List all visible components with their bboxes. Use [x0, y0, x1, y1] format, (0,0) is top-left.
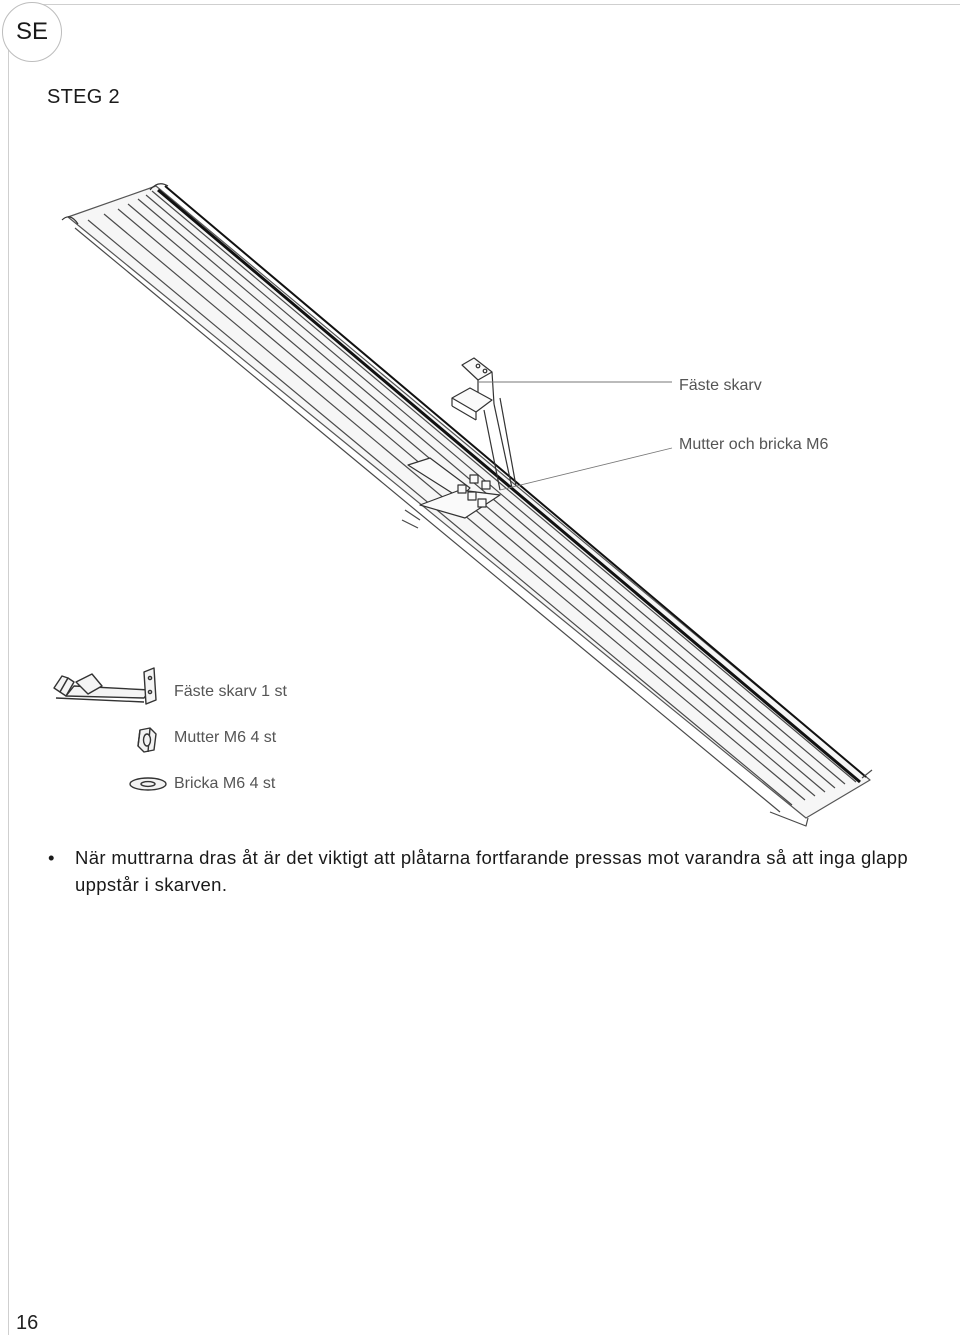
nut-icon	[137, 727, 157, 753]
assembly-drawing	[61, 183, 873, 827]
part-label-washer: Bricka M6 4 st	[174, 775, 276, 792]
note-text: När muttrarna dras åt är det viktigt att…	[75, 847, 908, 895]
bullet: •	[48, 847, 55, 868]
page-number: 16	[16, 1312, 39, 1334]
part-label-bracket: Fäste skarv 1 st	[174, 683, 287, 700]
washer-icon	[129, 777, 167, 791]
callout-mutter-och-bricka: Mutter och bricka M6	[679, 436, 829, 453]
bracket-icon	[53, 667, 157, 705]
callout-leaders	[478, 381, 673, 491]
callout-faste-skarv: Fäste skarv	[679, 377, 762, 394]
page-frame	[8, 4, 960, 1335]
assembly-note: • När muttrarna dras åt är det viktigt a…	[48, 844, 928, 898]
language-badge: SE	[2, 2, 62, 62]
joint-bracket	[407, 357, 517, 519]
part-label-nut: Mutter M6 4 st	[174, 729, 277, 746]
step-title: STEG 2	[47, 86, 120, 108]
